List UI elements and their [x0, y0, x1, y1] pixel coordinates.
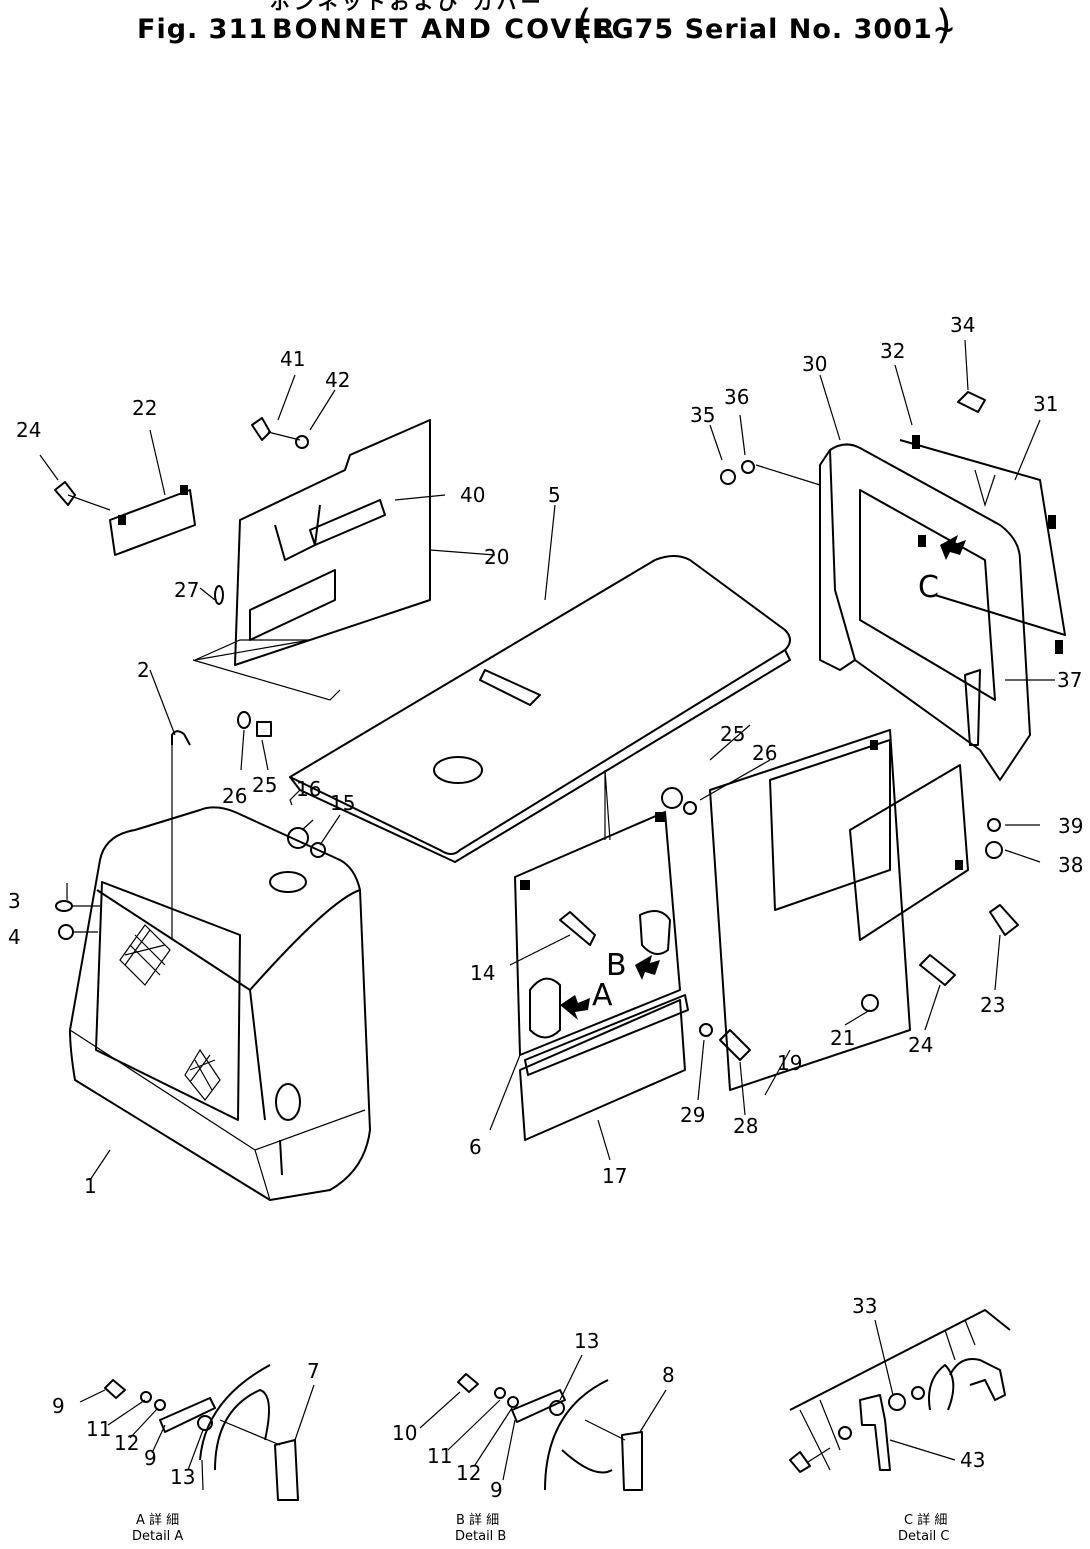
- detail-b-callout-10: 10: [392, 1421, 417, 1445]
- detail-a-callout-12: 12: [114, 1431, 139, 1455]
- grille-upper: [119, 924, 171, 986]
- detail-b-callout-9: 9: [490, 1478, 503, 1502]
- detail-a-callout-9: 9: [144, 1446, 157, 1470]
- callout-20: 20: [484, 545, 509, 569]
- callout-36: 36: [724, 385, 749, 409]
- figure-header: ボンネットおよび カバー Fig. 311 BONNET AND COVER (…: [0, 0, 1090, 60]
- detail-b-callout-13: 13: [574, 1329, 599, 1353]
- part-5-top-plate: [289, 555, 791, 863]
- detail-b-callout-8: 8: [662, 1363, 675, 1387]
- callout-2: 2: [137, 658, 150, 682]
- callout-37: 37: [1057, 668, 1082, 692]
- callout-1: 1: [84, 1174, 97, 1198]
- detail-c-label: Detail C: [898, 1529, 950, 1544]
- callout-29: 29: [680, 1103, 705, 1127]
- part-30-31-rear-frame: [819, 435, 1066, 781]
- detail-b-callout-12: 12: [456, 1461, 481, 1485]
- detail-c: 33 43 C 詳 細 Detail C: [789, 1294, 1011, 1544]
- figure-number: Fig. 311: [137, 14, 269, 45]
- callout-6: 6: [469, 1135, 482, 1159]
- serial-range: EG75 Serial No. 3001~: [592, 14, 957, 45]
- detail-b-callout-11: 11: [427, 1444, 452, 1468]
- callout-17: 17: [602, 1164, 627, 1188]
- view-mark-c: C: [918, 570, 939, 605]
- part-17-strip: [524, 994, 689, 1076]
- callout-40: 40: [460, 483, 485, 507]
- part-2-handle: [171, 730, 191, 940]
- open-paren: (: [576, 2, 592, 48]
- callout-26b: 26: [752, 741, 777, 765]
- part-bonnet-front: [69, 806, 371, 1201]
- figure-title: BONNET AND COVER: [272, 14, 617, 45]
- part-3-4-fasteners: [55, 883, 100, 940]
- view-mark-b: B: [606, 948, 627, 983]
- callout-25b: 25: [720, 722, 745, 746]
- part-19-21-panels: [709, 729, 969, 1091]
- detail-a-callout-10: 9: [52, 1394, 65, 1418]
- view-marks: A B C: [560, 535, 966, 1020]
- detail-c-jp: C 詳 細: [904, 1512, 947, 1528]
- callout-4: 4: [8, 925, 21, 949]
- detail-c-callout-33: 33: [852, 1294, 877, 1318]
- callout-32: 32: [880, 339, 905, 363]
- callout-34: 34: [950, 313, 975, 337]
- callout-15: 15: [330, 791, 355, 815]
- detail-a-callout-11: 11: [86, 1417, 111, 1441]
- leader-lines: [39, 339, 1055, 1181]
- callout-30: 30: [802, 352, 827, 376]
- part-20-cover-plate: [192, 419, 431, 701]
- part-22-plate: [109, 485, 196, 556]
- detail-a: 9 11 12 9 13 7 A 詳 細 Detail A: [52, 1359, 320, 1544]
- bolts-and-washers: [54, 391, 1019, 1061]
- detail-b-label: Detail B: [455, 1529, 506, 1544]
- detail-c-callout-43: 43: [960, 1448, 985, 1472]
- callout-21: 21: [830, 1026, 855, 1050]
- detail-b-jp: B 詳 細: [456, 1512, 499, 1528]
- callout-labels: 1 2 3 4 5 6 14 15 16 17 19 20 21 22 23 2…: [8, 313, 1083, 1198]
- callout-42: 42: [325, 368, 350, 392]
- part-6-side-panel: [514, 811, 686, 1141]
- japanese-title: ボンネットおよび カバー: [270, 0, 545, 14]
- grille-lower: [184, 1048, 221, 1101]
- callout-25: 25: [252, 773, 277, 797]
- callout-5: 5: [548, 483, 561, 507]
- callout-23: 23: [980, 993, 1005, 1017]
- callout-14: 14: [470, 961, 495, 985]
- callout-3: 3: [8, 889, 21, 913]
- callout-35: 35: [690, 403, 715, 427]
- close-paren: ): [936, 2, 952, 48]
- callout-27: 27: [174, 578, 199, 602]
- callout-16: 16: [296, 777, 321, 801]
- callout-31: 31: [1033, 392, 1058, 416]
- callout-19: 19: [777, 1051, 802, 1075]
- detail-a-jp: A 詳 細: [136, 1512, 179, 1528]
- callout-41: 41: [280, 347, 305, 371]
- view-mark-a: A: [592, 978, 613, 1013]
- callout-26: 26: [222, 784, 247, 808]
- callout-24b: 24: [908, 1033, 933, 1057]
- callout-24: 24: [16, 418, 41, 442]
- callout-22: 22: [132, 396, 157, 420]
- detail-b: 10 11 12 9 13 8 B 詳 細 Detail B: [392, 1329, 675, 1544]
- detail-a-callout-7: 7: [307, 1359, 320, 1383]
- callout-39: 39: [1058, 814, 1083, 838]
- detail-a-callout-13: 13: [170, 1465, 195, 1489]
- callout-38: 38: [1058, 853, 1083, 877]
- callout-28: 28: [733, 1114, 758, 1138]
- detail-a-label: Detail A: [132, 1529, 183, 1544]
